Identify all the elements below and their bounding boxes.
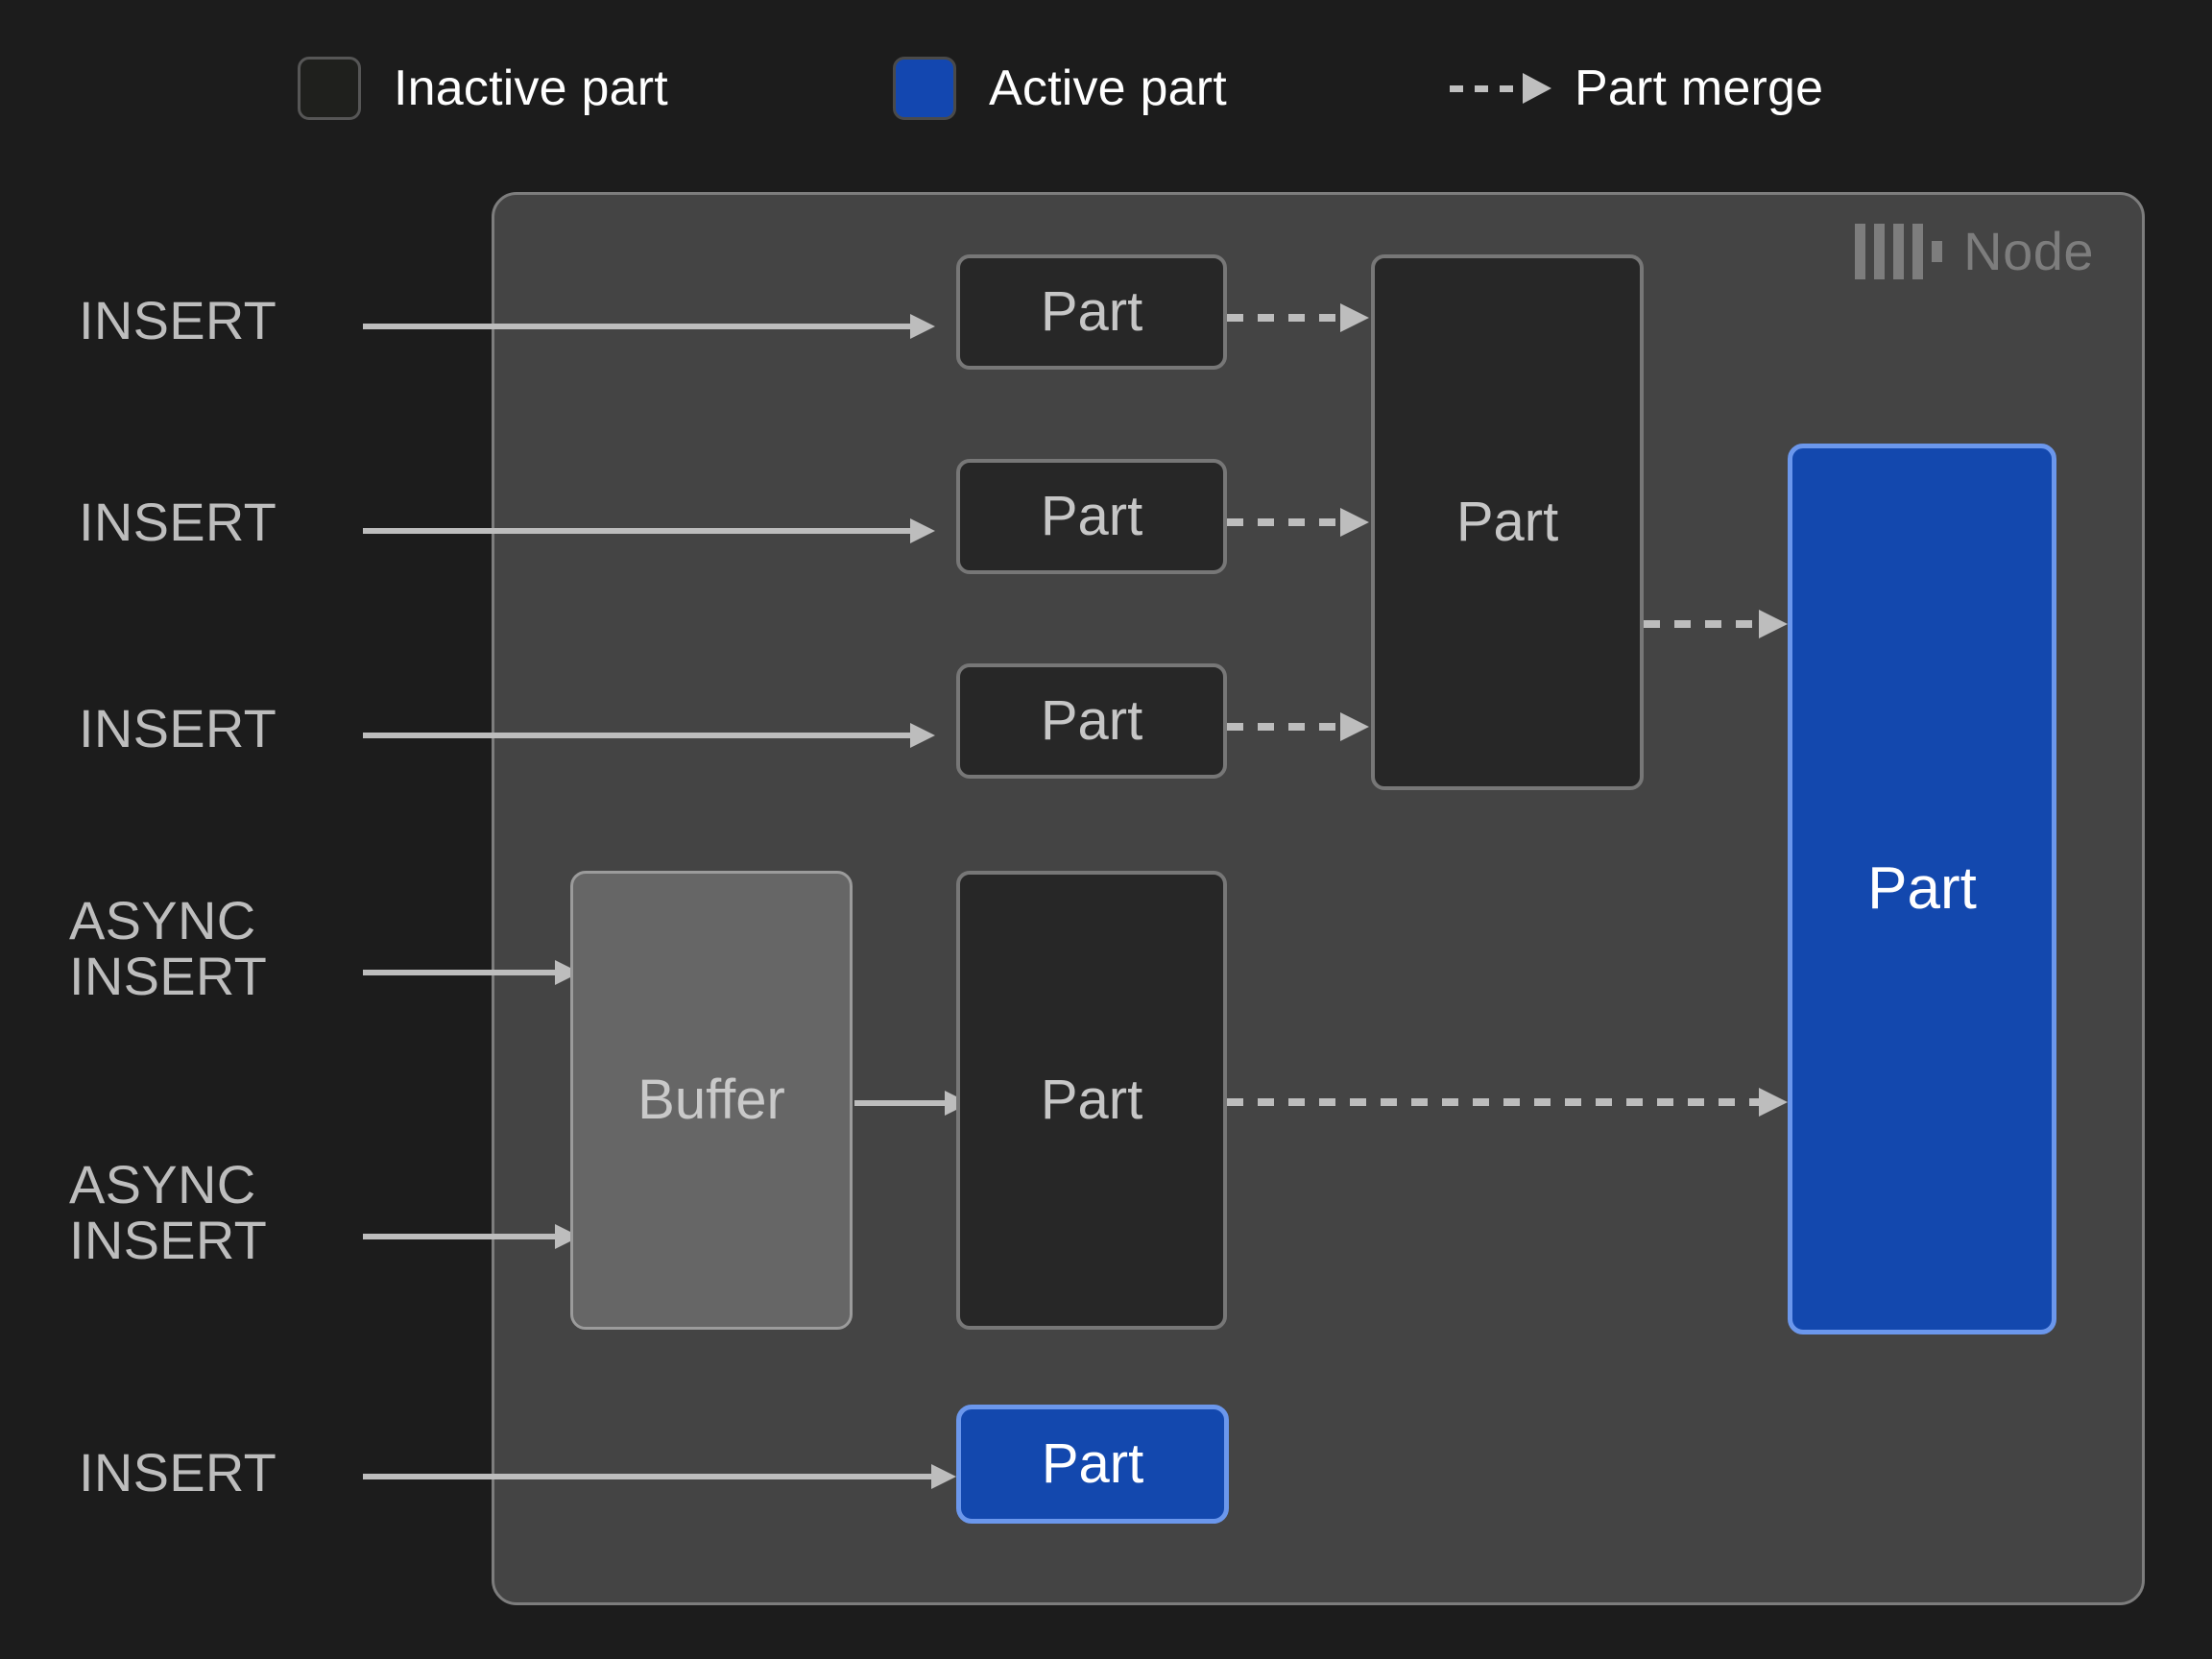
arrow-async-insert-1-to-buffer — [363, 960, 580, 985]
part-box-label: Part — [1040, 280, 1143, 343]
merge-arrow-part-from-buffer-to-active — [1227, 1088, 1790, 1117]
part-box-2[interactable]: Part — [956, 459, 1227, 574]
part-box-label: Part — [1040, 689, 1143, 752]
arrow-insert-1-to-part-1 — [363, 314, 935, 339]
legend-label-active-part: Active part — [989, 60, 1227, 116]
merge-arrow-part-2 — [1227, 508, 1371, 537]
legend-item-inactive-part: Inactive part — [298, 46, 668, 131]
part-box-label: Part — [1040, 485, 1143, 547]
arrow-buffer-to-part — [854, 1091, 970, 1116]
inactive-part-swatch-icon — [298, 57, 361, 120]
source-label-insert-2: INSERT — [79, 492, 277, 552]
active-part-swatch-icon — [893, 57, 956, 120]
dashed-line-segment — [1450, 85, 1525, 92]
arrow-insert-4-to-part-active-small — [363, 1464, 956, 1489]
part-box-label: Part — [1867, 855, 1977, 922]
source-label-insert-4: INSERT — [79, 1442, 277, 1503]
part-box-1[interactable]: Part — [956, 254, 1227, 370]
source-label-insert-3: INSERT — [79, 698, 277, 758]
part-box-active-small[interactable]: Part — [956, 1405, 1229, 1524]
part-box-label: Part — [1455, 491, 1559, 553]
part-box-label: Part — [1041, 1432, 1144, 1495]
part-box-label: Part — [1040, 1069, 1143, 1131]
legend-label-part-merge: Part merge — [1575, 60, 1824, 116]
arrow-async-insert-2-to-buffer — [363, 1224, 580, 1249]
part-box-active-large[interactable]: Part — [1788, 444, 2056, 1334]
arrow-insert-3-to-part-3 — [363, 723, 935, 748]
arrowhead-glyph — [1523, 73, 1551, 104]
merge-arrow-part-3 — [1227, 712, 1371, 741]
source-label-insert-1: INSERT — [79, 290, 277, 350]
arrow-insert-2-to-part-2 — [363, 518, 935, 543]
part-box-3[interactable]: Part — [956, 663, 1227, 779]
legend-item-active-part: Active part — [893, 46, 1227, 131]
legend: Inactive part Active part Part merge — [0, 46, 2212, 131]
node-tag: Node — [1855, 220, 2094, 282]
part-box-merged[interactable]: Part — [1371, 254, 1644, 790]
merge-arrow-part-1 — [1227, 303, 1371, 332]
source-label-async-insert-1: ASYNC INSERT — [69, 890, 268, 1006]
legend-label-inactive-part: Inactive part — [394, 60, 668, 116]
clickhouse-logo-icon — [1855, 223, 1943, 279]
part-box-from-buffer[interactable]: Part — [956, 871, 1227, 1330]
buffer-box-label: Buffer — [637, 1069, 785, 1131]
legend-item-part-merge: Part merge — [1450, 46, 1823, 131]
part-merge-arrow-icon — [1450, 73, 1565, 104]
source-label-async-insert-2: ASYNC INSERT — [69, 1154, 268, 1270]
merge-arrow-part-merged-to-active — [1644, 610, 1790, 638]
node-label: Node — [1963, 221, 2094, 281]
buffer-box[interactable]: Buffer — [570, 871, 853, 1330]
